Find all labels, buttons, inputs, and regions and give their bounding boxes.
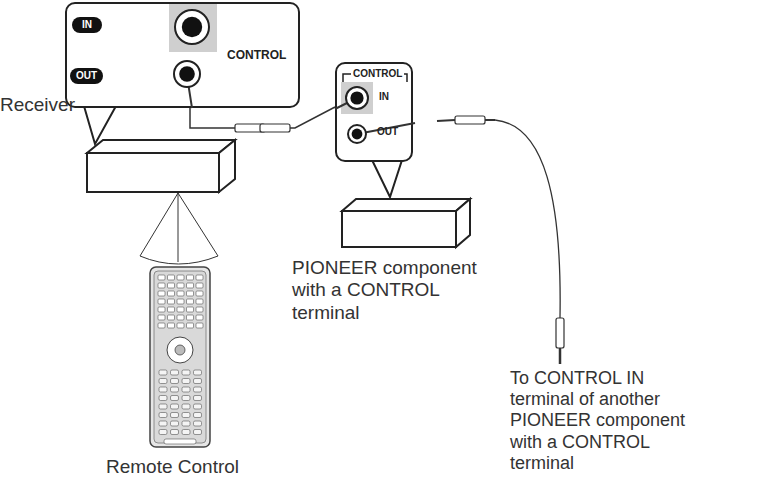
in-badge: IN	[72, 17, 102, 33]
terminal-label: CONTROL	[227, 48, 286, 62]
callout-tail	[372, 160, 402, 197]
jack-hole	[352, 129, 363, 140]
device-label: Receiver	[0, 94, 75, 116]
jack-hole	[182, 17, 202, 37]
plug	[260, 124, 290, 132]
jack-ring	[348, 125, 366, 143]
control-cable	[190, 107, 335, 132]
control-cable	[437, 116, 564, 364]
highlight-square	[169, 4, 217, 52]
remote-control-drawing	[148, 266, 212, 450]
remote-control: Remote Control	[148, 266, 212, 450]
receiver-unit-drawing	[85, 138, 237, 194]
jack-ring	[346, 87, 368, 109]
receiver-control-panel: IN OUT CONTROL	[65, 2, 300, 108]
component-control-panel: CONTROL IN OUT	[335, 62, 413, 162]
remote-beam	[140, 193, 218, 264]
jack-hole	[179, 66, 195, 82]
jack-hole	[350, 91, 363, 104]
jack-ring	[175, 10, 209, 44]
jack-label: OUT	[377, 126, 398, 137]
callout-tail	[84, 106, 116, 144]
device-label: Remote Control	[106, 456, 239, 478]
terminal-label: CONTROL	[351, 68, 404, 79]
jack-ring	[174, 61, 200, 87]
out-badge: OUT	[70, 68, 103, 84]
jack-label: IN	[379, 91, 389, 102]
highlight-square	[341, 82, 373, 114]
note-label: To CONTROL IN terminal of another PIONEE…	[510, 368, 700, 474]
component-unit: PIONEER component with a CONTROL termina…	[340, 197, 472, 249]
device-label: PIONEER component with a CONTROL termina…	[292, 257, 484, 324]
receiver-unit: Receiver	[85, 138, 237, 194]
component-unit-drawing	[340, 197, 472, 249]
